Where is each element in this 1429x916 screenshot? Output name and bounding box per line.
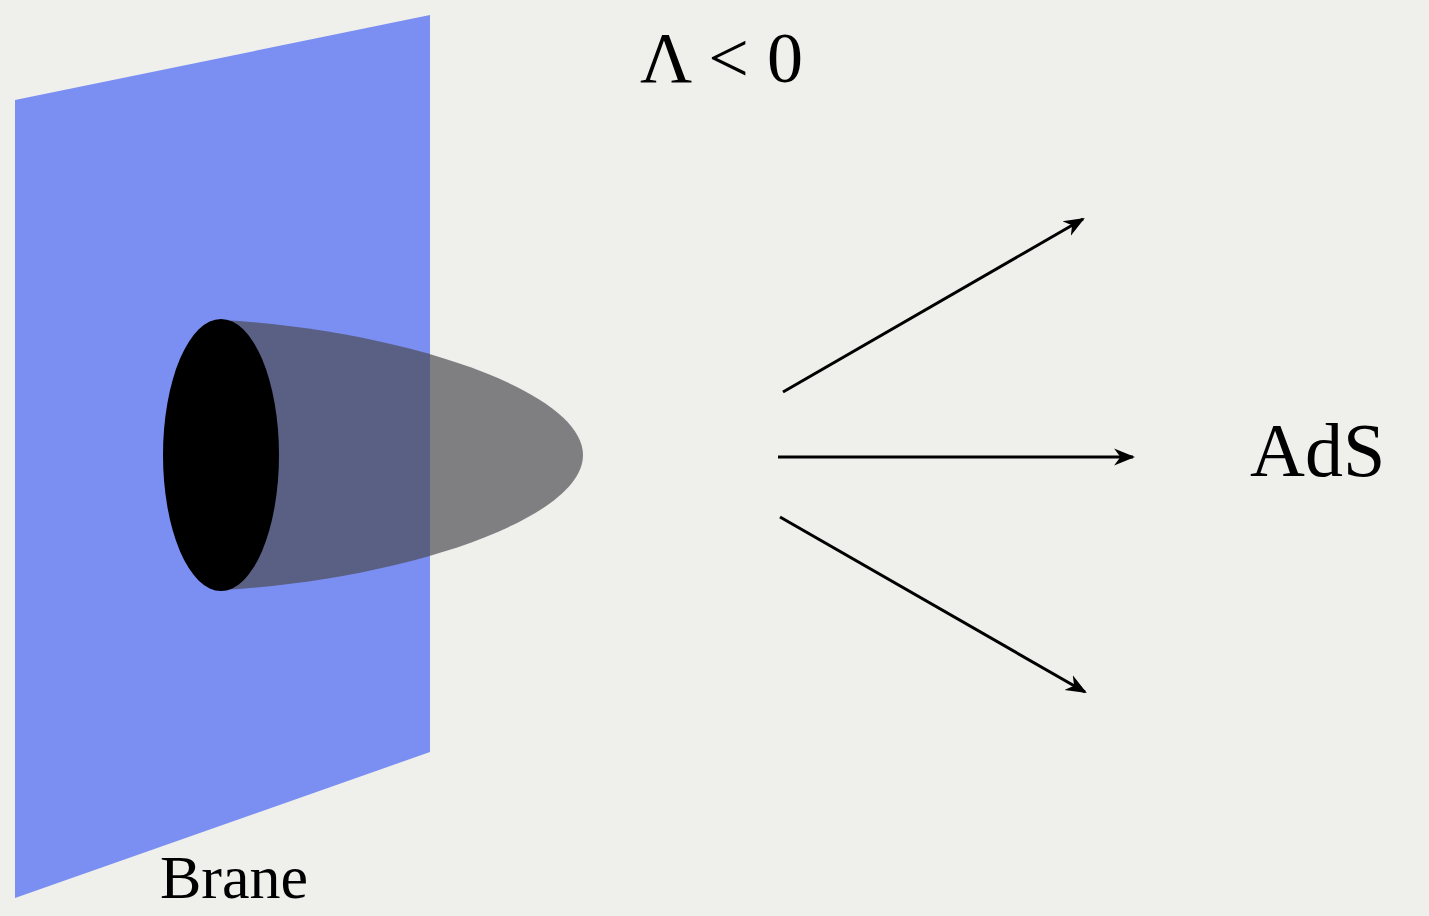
cosmological-constant-holder: Λ < 0 [640,22,803,94]
cosmological-constant: Λ < 0 [640,22,803,94]
brane-label: Brane [160,846,308,908]
brane-label-holder: Brane [160,846,308,908]
arrow [780,517,1085,692]
region-label: AdS [1250,412,1385,488]
black-hole-horizon [163,319,279,591]
arrow [778,456,1133,459]
arrow [783,219,1083,392]
region-label-holder: AdS [1250,412,1385,488]
